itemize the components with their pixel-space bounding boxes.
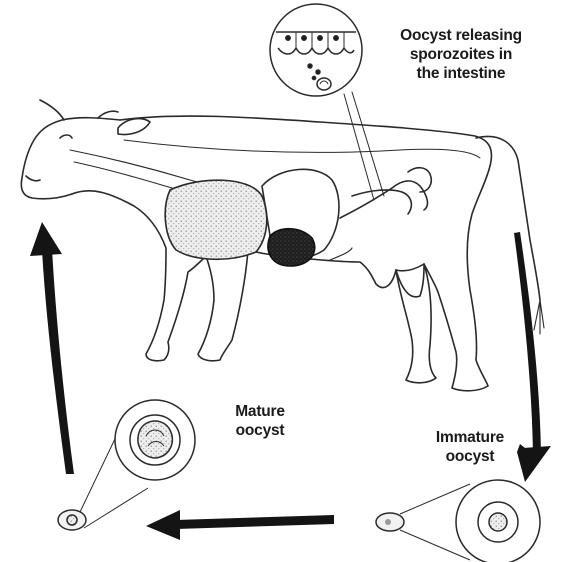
cow-small-intestine xyxy=(330,248,352,260)
arrow-left-head-icon xyxy=(146,510,180,540)
cow-hind-leg xyxy=(396,264,436,383)
label-line: oocyst xyxy=(405,447,535,466)
intestine-magnifier xyxy=(270,4,362,96)
mature-oocyst-magnified xyxy=(58,400,195,530)
label-immature-oocyst: Immature oocyst xyxy=(405,428,535,466)
cow-ear xyxy=(118,119,150,135)
label-line: oocyst xyxy=(208,421,312,440)
arrow-up-head-icon xyxy=(30,222,62,256)
cow-illustration xyxy=(21,92,544,391)
cow-spine-line xyxy=(124,140,480,158)
label-line: sporozoites in xyxy=(366,45,556,64)
cow-muzzle xyxy=(26,176,40,181)
cow-reticulum xyxy=(268,229,315,266)
label-line: Mature xyxy=(208,402,312,421)
cow-horn-left xyxy=(40,100,64,120)
arrow-down-right-icon xyxy=(514,232,541,455)
immature-oocyst-magnified xyxy=(376,480,540,562)
arrow-up-icon xyxy=(42,249,74,474)
cow-horn-right xyxy=(98,111,118,118)
magnifier-leader-line xyxy=(344,94,374,200)
label-line: the intestine xyxy=(366,64,556,83)
label-mature-oocyst: Mature oocyst xyxy=(208,402,312,440)
label-intestine-stage: Oocyst releasing sporozoites in the inte… xyxy=(366,26,556,83)
cow-tail xyxy=(476,136,540,300)
cow-head xyxy=(21,118,120,199)
cow-eye xyxy=(60,135,72,138)
cow-rumen xyxy=(165,180,267,259)
label-line: Immature xyxy=(405,428,535,447)
arrow-left-icon xyxy=(176,515,334,529)
cow-intestine xyxy=(340,181,427,218)
label-line: Oocyst releasing xyxy=(366,26,556,45)
